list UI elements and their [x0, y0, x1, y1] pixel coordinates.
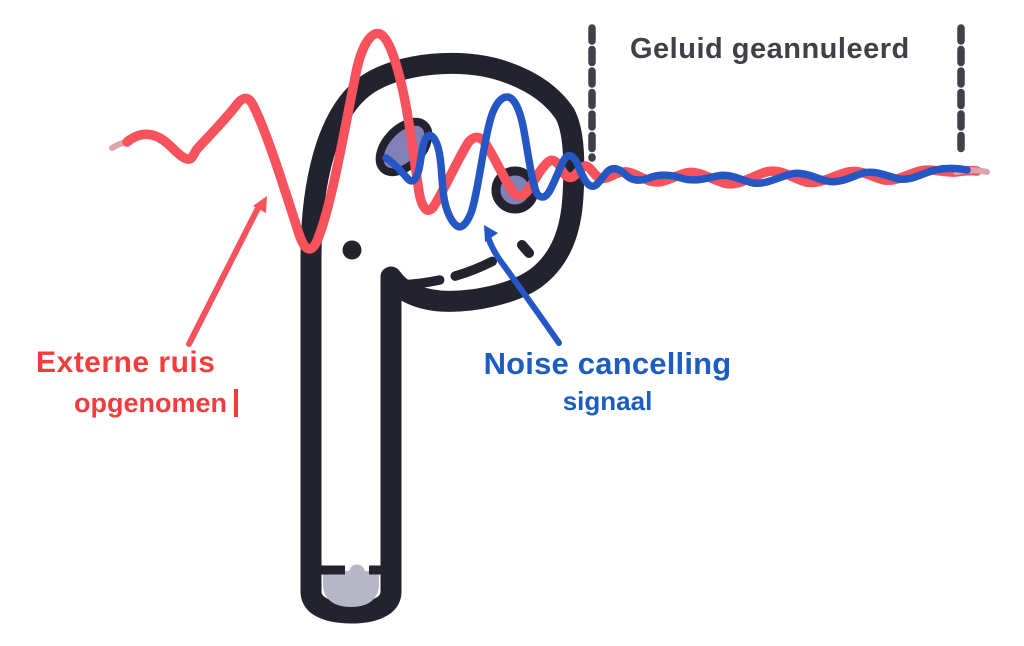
external-noise-label-line2-text: opgenomen: [74, 388, 227, 418]
dashed-smile-arc: [395, 256, 498, 290]
sensor-dot: [342, 240, 362, 260]
stem-tip-bump: [349, 564, 365, 572]
anc-pointer-head: [484, 225, 498, 242]
external-noise-arrow-head: [253, 196, 267, 213]
anc-pointer-line: [485, 234, 562, 346]
external-noise-label-line2: opgenomen: [74, 388, 238, 419]
external-noise-label-line1: Externe ruis: [36, 346, 216, 379]
earbud-illustration: [300, 52, 585, 624]
anc-wave: [382, 93, 971, 231]
external-noise-arrow-line: [186, 203, 262, 347]
sensor-dash: [517, 240, 534, 258]
anc-wave-path: [382, 93, 971, 231]
cancelled-sound-label: Geluid geannuleerd: [630, 33, 910, 65]
text-cursor: [234, 389, 238, 417]
anc-pointer: [484, 225, 562, 346]
external-noise-arrow: [186, 196, 267, 347]
earbud-outline: [300, 52, 585, 624]
stem-tip: [323, 571, 379, 607]
anc-label-block: Noise cancelling signaal: [455, 346, 760, 417]
anc-label-line1: Noise cancelling: [483, 346, 732, 381]
anc-label-line2: signaal: [562, 386, 653, 416]
